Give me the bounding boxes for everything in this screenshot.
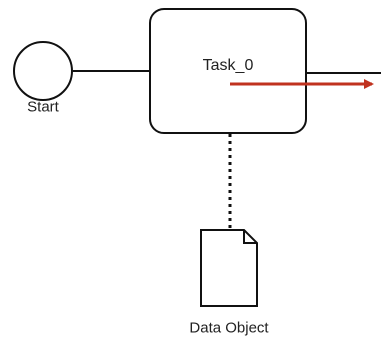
data-object[interactable] bbox=[200, 229, 258, 307]
start-event-label: Start bbox=[27, 98, 60, 115]
task-label: Task_0 bbox=[203, 57, 254, 74]
task-box[interactable] bbox=[149, 8, 307, 134]
data-object-label: Data Object bbox=[189, 319, 269, 336]
start-event-circle[interactable] bbox=[13, 41, 73, 101]
start-event[interactable] bbox=[13, 41, 73, 101]
data-object-folded-corner bbox=[243, 230, 257, 244]
task[interactable] bbox=[149, 8, 307, 134]
data-object-shape[interactable] bbox=[200, 229, 258, 307]
